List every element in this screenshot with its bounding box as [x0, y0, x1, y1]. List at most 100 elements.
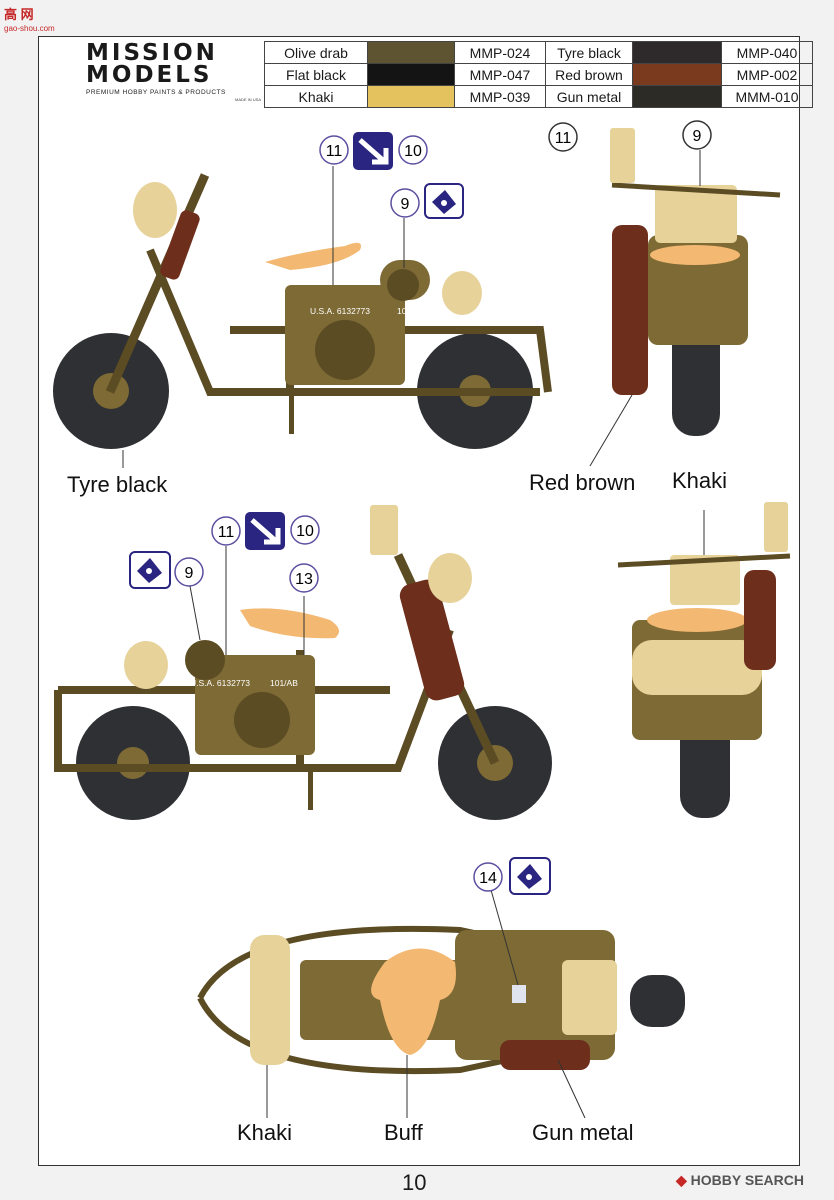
seat — [265, 242, 361, 270]
leader-line — [589, 394, 633, 467]
rear-hub — [117, 747, 149, 779]
map-case — [370, 505, 398, 555]
label-khaki-front: Khaki — [672, 468, 728, 493]
watermark-h-icon: ◆ — [676, 1172, 691, 1188]
marking-usa: U.S.A. 6132773 — [190, 678, 250, 688]
callout-number: 14 — [479, 870, 497, 887]
seat — [650, 245, 740, 265]
front-tyre — [672, 318, 720, 436]
seat — [240, 608, 339, 639]
seat — [371, 948, 456, 1055]
handlebar — [617, 553, 791, 568]
callout-number: 9 — [185, 565, 194, 582]
marking-usa: U.S.A. 6132773 — [310, 306, 370, 316]
bedroll — [442, 271, 482, 315]
handlebar-bag — [670, 555, 740, 605]
marking-unit: 101/AB — [270, 678, 298, 688]
bedroll — [124, 641, 168, 689]
logo-made-in: MADE IN USA — [234, 97, 261, 102]
seat — [647, 608, 747, 632]
map-case — [764, 502, 788, 552]
rear-tyre-top — [630, 975, 685, 1027]
paint-name: Gun metal — [545, 85, 633, 108]
callout-number: 13 — [295, 571, 313, 588]
rear-view — [617, 502, 791, 818]
bedroll — [250, 935, 290, 1065]
rifle-scabbard — [160, 210, 200, 280]
callout-9: 9 — [174, 557, 204, 587]
callout-9: 9 — [682, 120, 712, 150]
paint-code: MMM-010 — [721, 85, 813, 108]
leader-line — [490, 889, 519, 986]
leader-line — [189, 585, 201, 641]
decal-water-icon — [129, 551, 171, 589]
label-buff: Buff — [384, 1120, 423, 1145]
callout-number: 9 — [401, 196, 410, 213]
paint-swatch — [632, 41, 722, 64]
paint-swatch — [632, 85, 722, 108]
hobby-search-watermark: ◆ HOBBY SEARCH — [676, 1172, 804, 1189]
flywheel — [234, 692, 290, 748]
paint-code: MMP-002 — [721, 63, 813, 86]
callout-10: 10 — [398, 135, 428, 165]
paint-name: Khaki — [264, 85, 368, 108]
rifle-scabbard — [399, 579, 465, 701]
handlebar-bag — [428, 553, 472, 603]
side-view-left: U.S.A. 6132773 101/AB — [53, 166, 552, 468]
flywheel — [315, 320, 375, 380]
logo-line-1: MISSION — [86, 40, 218, 66]
callout-number: 11 — [326, 143, 343, 160]
label-khaki-top: Khaki — [237, 1120, 293, 1145]
callout-number: 10 — [296, 523, 314, 540]
decal-transfer-icon — [353, 132, 393, 170]
rifle-scabbard — [612, 225, 648, 395]
map-case — [610, 128, 635, 183]
callout-11: 11 — [548, 122, 578, 152]
label-red-brown: Red brown — [529, 470, 636, 495]
callout-number: 10 — [404, 143, 422, 160]
paint-row: Khaki MMP-039 Gun metal MMM-010 — [264, 85, 813, 108]
watermark-top-url: gao-shou.com — [4, 24, 55, 33]
paint-code: MMP-039 — [454, 85, 546, 108]
callout-number: 11 — [218, 524, 235, 541]
paint-name: Tyre black — [545, 41, 633, 64]
page-number: 10 — [402, 1170, 427, 1195]
side-view-right: U.S.A. 6132773 101/AB — [54, 505, 552, 820]
callout-11: 11 — [211, 516, 241, 546]
decal-water-icon — [424, 183, 464, 219]
handlebar-bag — [562, 960, 617, 1035]
logo-tagline: PREMIUM HOBBY PAINTS & PRODUCTS — [86, 89, 226, 96]
callout-9: 9 — [390, 188, 420, 218]
marking-unit: 101/AB — [397, 306, 425, 316]
paint-swatch — [367, 63, 455, 86]
paint-code: MMP-040 — [721, 41, 813, 64]
label-tyre-black: Tyre black — [67, 472, 168, 497]
front-view — [589, 128, 781, 467]
paint-swatch — [367, 85, 455, 108]
kickstand — [289, 392, 294, 434]
kickstand — [308, 768, 313, 810]
handlebar-bag — [133, 182, 177, 238]
callout-number: 9 — [693, 128, 702, 145]
callout-14: 14 — [473, 862, 503, 892]
callout-10: 10 — [290, 515, 320, 545]
callout-number: 11 — [555, 130, 572, 147]
handlebar-bag — [655, 185, 737, 243]
leader-line — [557, 1059, 586, 1119]
callout-13: 13 — [289, 563, 319, 593]
callout-markers: 11 10 9 11 9 — [129, 120, 712, 895]
decal-transfer-icon — [245, 512, 285, 550]
label-gun-metal: Gun metal — [532, 1120, 634, 1145]
paint-code: MMP-024 — [454, 41, 546, 64]
frame-loop — [197, 925, 601, 1075]
top-view — [197, 889, 685, 1119]
paint-row: Flat black MMP-047 Red brown MMP-002 — [264, 63, 813, 86]
rifle-scabbard — [500, 1040, 590, 1070]
decal-water-icon — [509, 857, 551, 895]
decal-14-plate — [512, 985, 526, 1003]
watermark-text: HOBBY SEARCH — [690, 1172, 804, 1188]
logo-line-2: MODELS — [86, 62, 213, 88]
rifle-scabbard — [744, 570, 776, 670]
callout-11: 11 — [319, 135, 349, 165]
